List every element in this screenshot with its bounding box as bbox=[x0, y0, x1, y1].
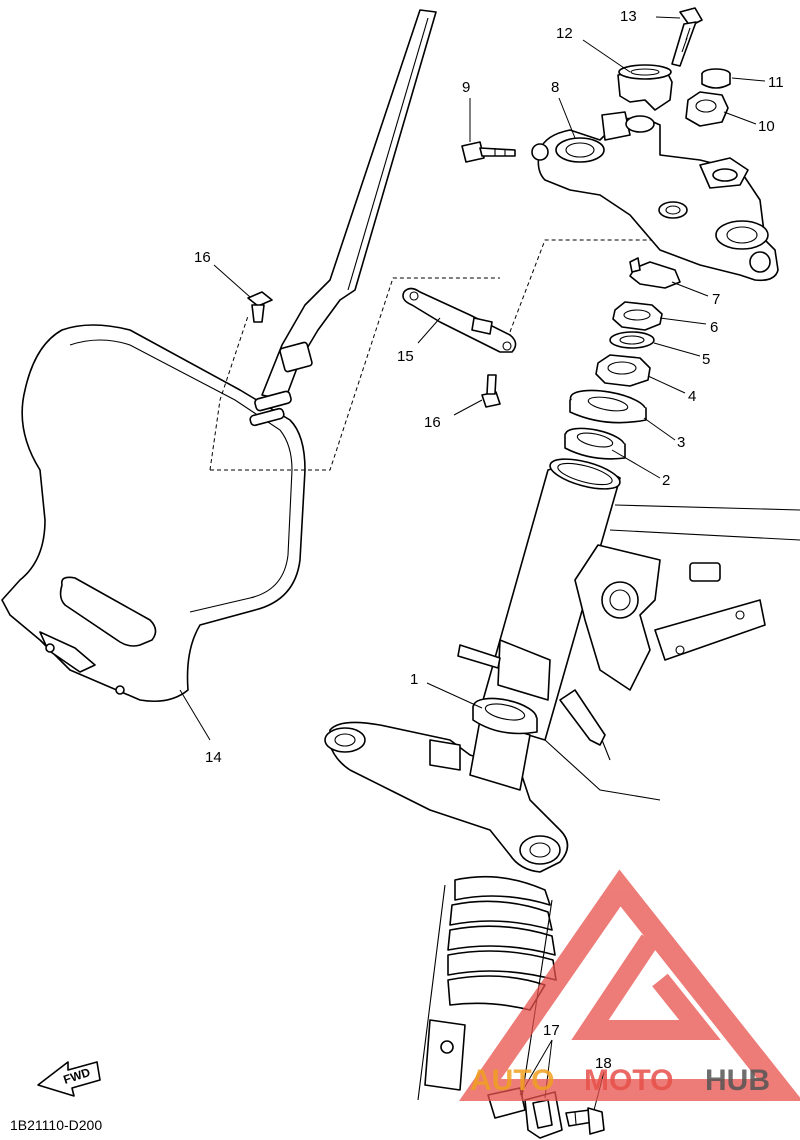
seal-3 bbox=[569, 389, 647, 424]
callout-12: 12 bbox=[556, 25, 573, 42]
callout-4: 4 bbox=[688, 388, 696, 405]
leader-lines bbox=[179, 16, 766, 1111]
watermark-logo bbox=[458, 869, 800, 1101]
bolt-16-lower bbox=[481, 374, 501, 408]
callout-9: 9 bbox=[462, 79, 470, 96]
callout-11: 11 bbox=[768, 74, 784, 91]
callout-5: 5 bbox=[702, 351, 710, 368]
callout-8: 8 bbox=[551, 79, 559, 96]
ring-nut-6 bbox=[612, 301, 663, 331]
washer-5 bbox=[609, 331, 655, 349]
bearing-1 bbox=[472, 697, 538, 735]
watermark-text-moto: MOTO bbox=[584, 1064, 673, 1097]
nut-10 bbox=[685, 91, 729, 127]
callout-6: 6 bbox=[710, 319, 718, 336]
watermark-text-hub: HUB bbox=[705, 1064, 770, 1097]
callout-18: 18 bbox=[595, 1055, 612, 1072]
under-bracket bbox=[324, 719, 569, 873]
cap-11 bbox=[701, 68, 731, 89]
stay-bracket-15 bbox=[402, 287, 517, 353]
ring-nut-4 bbox=[595, 354, 651, 387]
callout-3: 3 bbox=[677, 434, 685, 451]
callout-7: 7 bbox=[712, 291, 720, 308]
bolt-13 bbox=[671, 7, 703, 67]
bolt-18 bbox=[565, 1107, 605, 1135]
bolt-9 bbox=[461, 141, 549, 163]
diagram-code: 1B21110-D200 bbox=[10, 1117, 102, 1133]
fwd-arrow: FWD bbox=[37, 1061, 101, 1097]
callout-1: 1 bbox=[410, 671, 418, 688]
callout-13: 13 bbox=[620, 8, 637, 25]
callout-10: 10 bbox=[758, 118, 775, 135]
fork-boot-assembly bbox=[417, 875, 557, 1111]
callout-2: 2 bbox=[662, 472, 670, 489]
callout-17: 17 bbox=[543, 1022, 560, 1039]
callout-labels: 1 2 3 4 5 6 7 8 9 10 11 12 13 14 15 16 1… bbox=[194, 8, 784, 1072]
callout-15: 15 bbox=[397, 348, 414, 365]
watermark-text: AUTO MOTO HUB bbox=[470, 1064, 770, 1097]
callout-16-lower: 16 bbox=[424, 414, 441, 431]
callout-14: 14 bbox=[205, 749, 222, 766]
bearing-2 bbox=[564, 427, 626, 460]
upper-bracket-8 bbox=[537, 111, 779, 282]
handlebar-holder-12 bbox=[617, 64, 673, 111]
lock-washer-7 bbox=[629, 257, 681, 289]
watermark-text-auto: AUTO bbox=[470, 1064, 554, 1097]
number-plate-14 bbox=[1, 9, 437, 703]
frame-head-pipe bbox=[457, 458, 800, 801]
callout-16-upper: 16 bbox=[194, 249, 211, 266]
bolt-16-upper bbox=[247, 291, 273, 323]
